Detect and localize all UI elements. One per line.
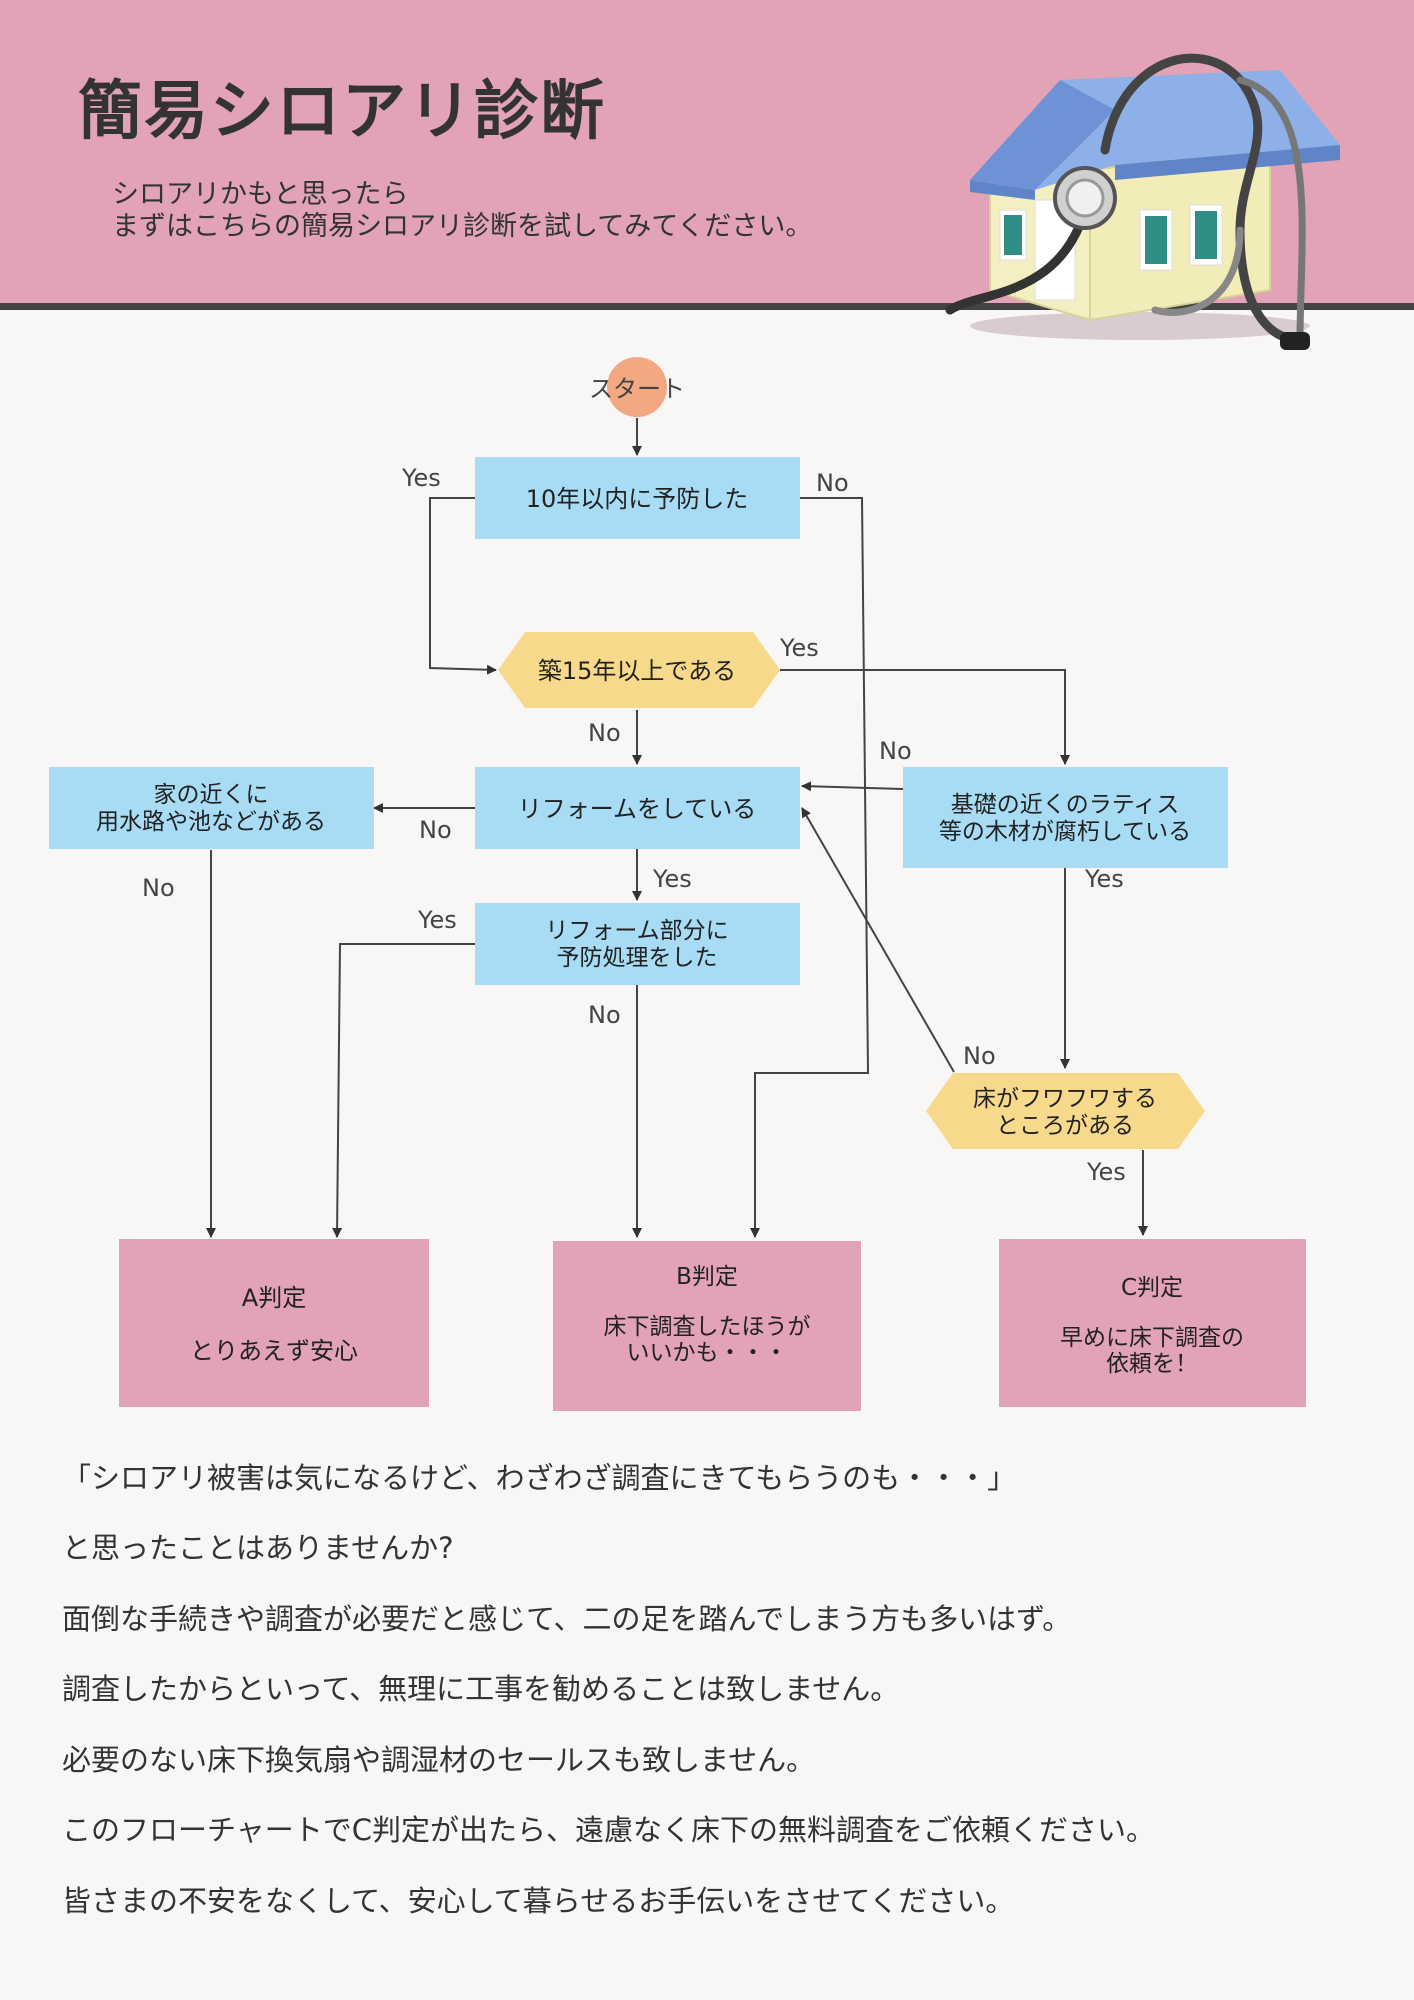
question-q1-text: 10年以内に予防した [526, 485, 749, 513]
result-a-title: A判定 [242, 1284, 306, 1312]
question-q6-line1: リフォーム部分に [545, 918, 728, 944]
result-box-a [119, 1239, 429, 1407]
subtitle-line-2: まずはこちらの簡易シロアリ診断を試してみてください。 [112, 211, 813, 242]
result-c-title: C判定 [1121, 1275, 1183, 1301]
question-box-q4 [49, 767, 374, 849]
decision-q2-text: 築15年以上である [538, 657, 736, 685]
body-paragraph: 皆さまの不安をなくして、安心して暮らせるお手伝いをさせてください。 [62, 1884, 1015, 1918]
edge-label-yes: Yes [652, 865, 692, 893]
start-label: スタート [589, 375, 685, 403]
question-box-q6 [475, 903, 800, 985]
body-paragraph: 面倒な手続きや調査が必要だと感じて、二の足を踏んでしまう方も多いはず。 [62, 1602, 1072, 1636]
result-b-line2: いいかも・・・ [627, 1340, 788, 1366]
result-c-line1: 早めに床下調査の [1060, 1325, 1244, 1351]
edge-label-no: No [879, 737, 912, 765]
edge-label-yes: Yes [779, 634, 819, 662]
connector [801, 781, 904, 792]
connector [801, 807, 955, 1073]
body-paragraph: と思ったことはありませんか? [62, 1531, 454, 1565]
connector [429, 497, 497, 675]
body-paragraph: 「シロアリ被害は気になるけど、わざわざ調査にきてもらうのも・・・」 [62, 1461, 1017, 1495]
connector [750, 497, 870, 1238]
edge-label-yes: Yes [417, 906, 457, 934]
question-q4-line2: 用水路や池などがある [96, 809, 326, 835]
edge-label-no: No [816, 469, 849, 497]
body-paragraph: 必要のない床下換気扇や調湿材のセールスも致しません。 [62, 1743, 816, 1777]
connector [332, 943, 475, 1238]
start-node [607, 357, 667, 417]
question-box-q5 [903, 767, 1228, 868]
body-paragraph: このフローチャートでC判定が出たら、遠慮なく床下の無料調査をご依頼ください。 [62, 1813, 1155, 1847]
question-q5-line2: 等の木材が腐朽している [939, 819, 1191, 845]
header-banner: 簡易シロアリ診断 シロアリかもと思ったら まずはこちらの簡易シロアリ診断を試して… [0, 0, 1414, 350]
result-c-line2: 依頼を！ [1106, 1351, 1198, 1377]
question-q3-text: リフォームをしている [518, 795, 757, 823]
connector [780, 669, 1070, 765]
question-q6-line2: 予防処理をした [557, 945, 718, 971]
result-box-b [553, 1241, 861, 1411]
decision-hex-q2 [498, 632, 780, 708]
flowchart: スタート 10年以内に予防した 築15年以上である リフォームをしている 家の近… [49, 357, 1306, 1411]
question-q5-line1: 基礎の近くのラティス [951, 792, 1180, 818]
decision-q7-line1: 床がフワフワする [973, 1086, 1157, 1112]
edge-label-no: No [588, 719, 621, 747]
question-box-q1 [475, 457, 800, 539]
edge-label-no: No [142, 874, 175, 902]
body-paragraph: 調査したからといって、無理に工事を勧めることは致しません。 [62, 1672, 900, 1706]
edge-label-yes: Yes [1084, 865, 1124, 893]
house-stethoscope-illustration [945, 53, 1340, 350]
edge-label-yes: Yes [1086, 1158, 1126, 1186]
result-box-c [999, 1239, 1306, 1407]
edge-label-yes: Yes [401, 464, 441, 492]
question-q4-line1: 家の近くに [154, 782, 269, 808]
decision-hex-q7 [926, 1073, 1205, 1149]
result-b-title: B判定 [676, 1264, 738, 1290]
edge-label-no: No [588, 1001, 621, 1029]
edge-label-no: No [419, 816, 452, 844]
result-a-line1: とりあえず安心 [190, 1337, 358, 1365]
result-b-line1: 床下調査したほうが [604, 1314, 811, 1340]
subtitle-line-1: シロアリかもと思ったら [112, 179, 409, 210]
page-title: 簡易シロアリ診断 [78, 75, 606, 149]
decision-q7-line2: ところがある [996, 1113, 1134, 1139]
question-box-q3 [475, 767, 800, 849]
edge-label-no: No [963, 1042, 996, 1070]
